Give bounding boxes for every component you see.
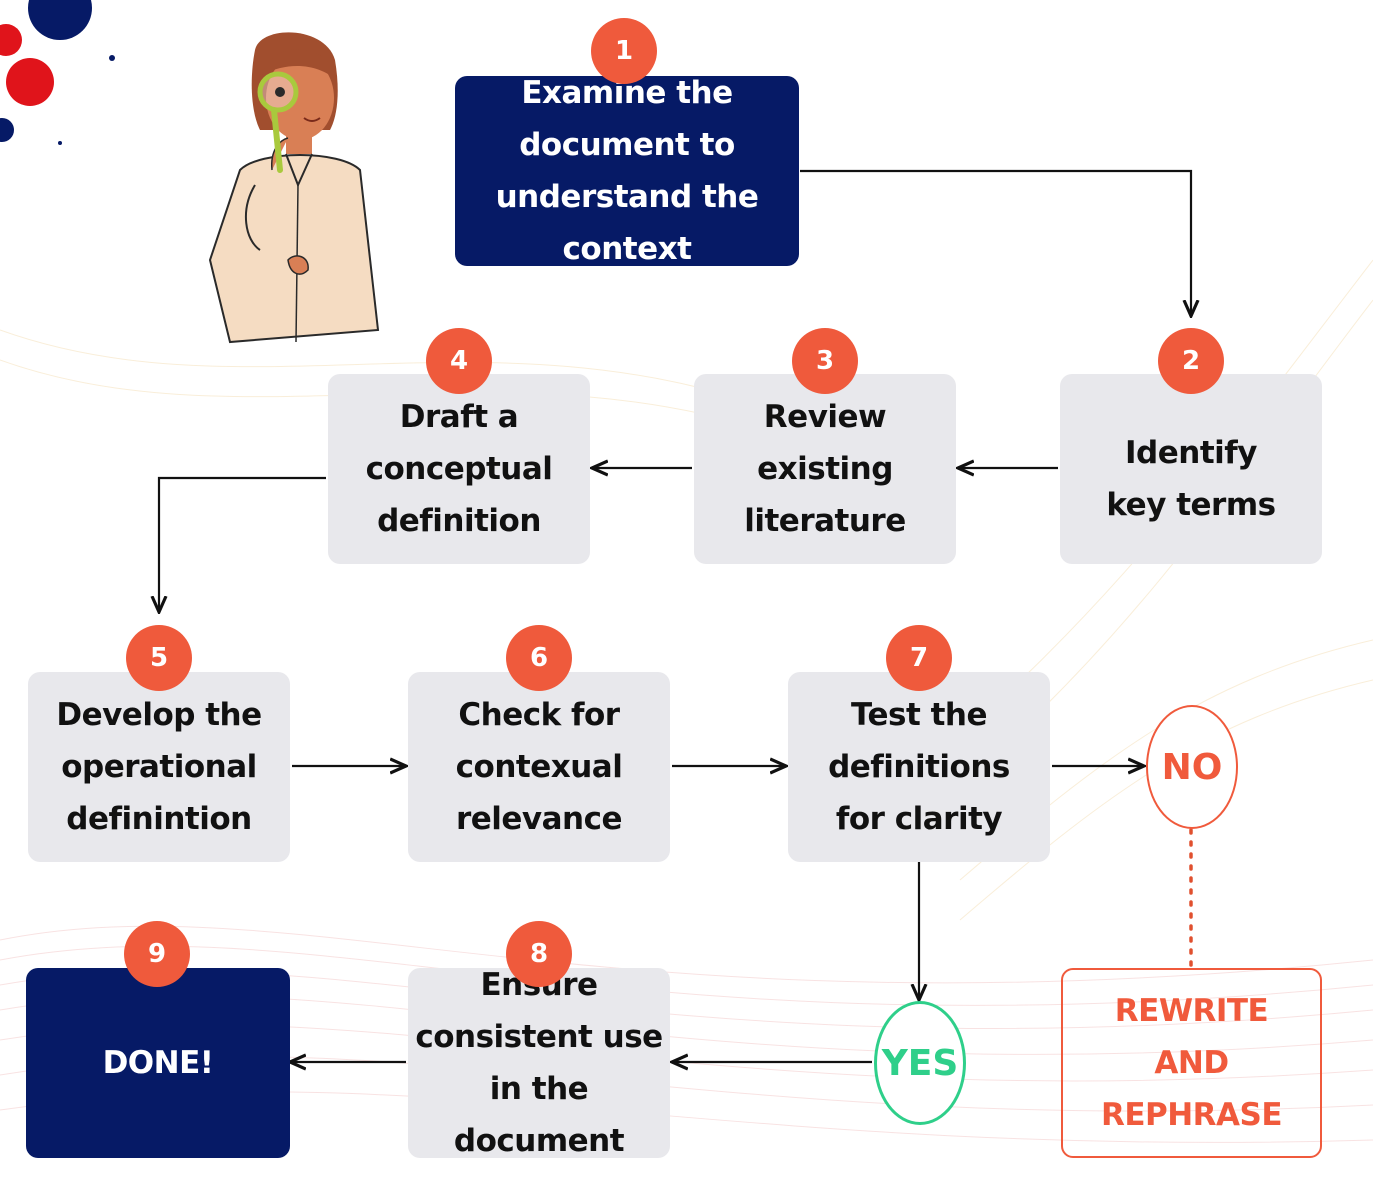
step-9-label: DONE!: [102, 1045, 214, 1081]
step-7-number: 7: [909, 643, 929, 673]
step-5-box: Develop the operational definintion: [28, 672, 290, 862]
step-6-label: Check for contexual relevance: [455, 697, 623, 837]
step-7-badge: 7: [886, 625, 952, 691]
step-3-number: 3: [815, 346, 835, 376]
step-9-badge: 9: [124, 921, 190, 987]
step-2-box: Identify key terms: [1060, 374, 1322, 564]
step-5-badge: 5: [126, 625, 192, 691]
decision-no-circle: NO: [1146, 705, 1238, 829]
step-3-badge: 3: [792, 328, 858, 394]
step-5-label: Develop the operational definintion: [56, 697, 262, 837]
step-7-label: Test the definitions for clarity: [828, 697, 1010, 837]
step-8-badge: 8: [506, 921, 572, 987]
step-9-box: DONE!: [26, 968, 290, 1158]
arrow-1-to-2: [800, 169, 1191, 316]
step-1-label: Examine the document to understand the c…: [495, 75, 759, 267]
arrow-4-to-5: [159, 476, 326, 612]
step-2-badge: 2: [1158, 328, 1224, 394]
step-4-box: Draft a conceptual definition: [328, 374, 590, 564]
step-4-badge: 4: [426, 328, 492, 394]
step-6-badge: 6: [506, 625, 572, 691]
rewrite-rephrase-label: REWRITE AND REPHRASE: [1100, 993, 1283, 1133]
decision-no-label: NO: [1161, 746, 1223, 788]
step-3-box: Review existing literature: [694, 374, 956, 564]
step-6-number: 6: [529, 643, 549, 673]
step-1-number: 1: [614, 36, 634, 66]
step-4-number: 4: [449, 346, 469, 376]
step-2-number: 2: [1181, 346, 1201, 376]
step-7-box: Test the definitions for clarity: [788, 672, 1050, 862]
step-5-number: 5: [149, 643, 169, 673]
person-with-magnifier-illustration: [208, 32, 380, 344]
step-8-label: Ensure consistent use in the document: [415, 967, 663, 1159]
corner-dots-decoration: [0, 0, 115, 145]
decision-yes-label: YES: [881, 1042, 959, 1084]
step-4-label: Draft a conceptual definition: [365, 399, 553, 539]
step-8-box: Ensure consistent use in the document: [408, 967, 670, 1159]
step-1-badge: 1: [591, 18, 657, 84]
rewrite-rephrase-box: REWRITE AND REPHRASE: [1061, 968, 1322, 1158]
step-6-box: Check for contexual relevance: [408, 672, 670, 862]
step-1-box: Examine the document to understand the c…: [455, 75, 799, 267]
step-9-number: 9: [147, 939, 167, 969]
step-3-label: Review existing literature: [744, 399, 906, 539]
decision-yes-circle: YES: [874, 1001, 966, 1125]
step-8-number: 8: [529, 939, 549, 969]
step-2-label: Identify key terms: [1106, 435, 1276, 523]
